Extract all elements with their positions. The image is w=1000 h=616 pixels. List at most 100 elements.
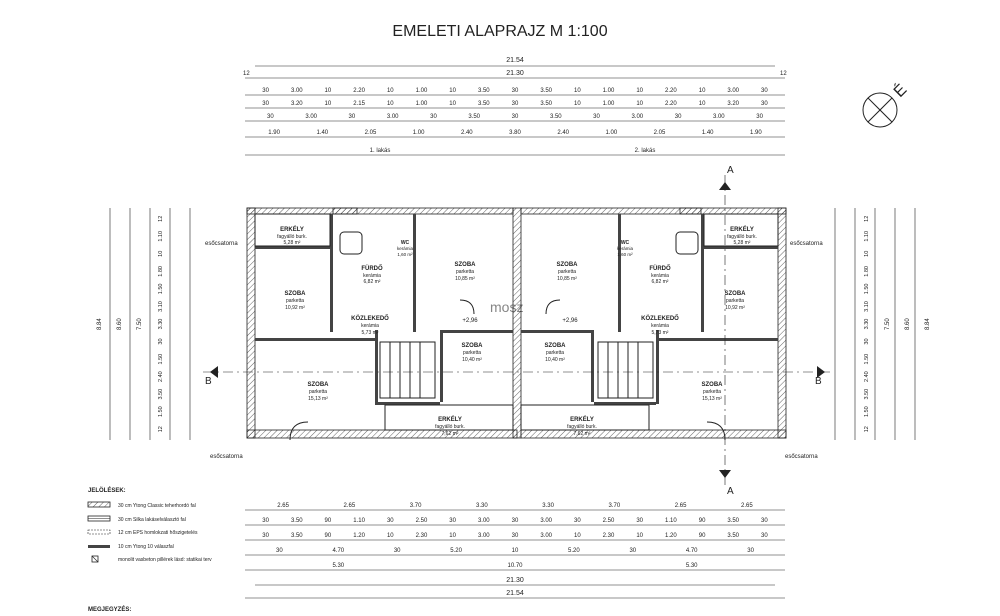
svg-text:ERKÉLY: ERKÉLY [730,225,754,233]
legend-item-3: 12 cm EPS homlokzati hőszigetelés [118,530,198,536]
dimension-value: 30 [267,114,274,120]
room-erkely-2b: ERKÉLY fagyálló burk. 7,62 m² [567,415,597,437]
dimension-value: 3.30 [476,503,488,509]
gutter-label-bl: esőcsatorna [210,454,243,460]
dimension-value: 90 [325,533,332,539]
svg-text:fagyálló burk.: fagyálló burk. [727,234,757,240]
dimension-value: 1.00 [603,101,615,107]
dimension-value: 2.20 [665,101,677,107]
dimension-value: 10.70 [507,563,523,569]
svg-text:7,62 m²: 7,62 m² [442,431,459,437]
svg-text:SZOBA: SZOBA [455,262,477,268]
dimension-value: 3.50 [478,101,490,107]
dimension-value: 2.65 [741,503,753,509]
svg-text:fagyálló burk.: fagyálló burk. [567,424,597,430]
dimension-value: 5.30 [686,563,698,569]
dimension-value: 1.20 [353,533,365,539]
watermark: mosz [490,299,523,315]
dimension-value: 30 [761,533,768,539]
dimension-value: 2.65 [277,503,289,509]
dimension-value: 2.65 [344,503,356,509]
svg-text:SZOBA: SZOBA [462,343,484,349]
dimension-value: 10 [574,88,581,94]
dimension-value: 12 [864,216,870,222]
dimension-value: 1.00 [416,101,428,107]
dimension-value: 2.65 [675,503,687,509]
dimension-value: 30 [761,518,768,524]
dimension-value: 3.70 [410,503,422,509]
dimension-value: 1.20 [665,533,677,539]
dimension-value: 3.50 [727,533,739,539]
svg-text:parketta: parketta [456,269,474,275]
dimension-value: 2.30 [416,533,428,539]
dimension-value: 3.00 [631,114,643,120]
dimension-value: 30 [761,88,768,94]
dimension-value: 1.50 [864,406,870,417]
dimension-value: 5.20 [568,548,580,554]
svg-text:1,60 m²: 1,60 m² [617,252,633,257]
dimension-value: 3.50 [727,518,739,524]
dimension-value: 2.40 [557,130,569,136]
svg-text:parketta: parketta [309,389,327,395]
dimension-value: 1.50 [864,284,870,295]
dimension-value: 1.50 [158,284,164,295]
dimension-value: 10 [325,101,332,107]
dimension-value: 3.00 [478,518,490,524]
svg-text:ERKÉLY: ERKÉLY [438,415,462,423]
dimension-value: 3.00 [387,114,399,120]
svg-text:10,85 m²: 10,85 m² [455,276,475,282]
svg-text:SZOBA: SZOBA [557,262,579,268]
unit-1-label: 1. lakás [370,148,391,154]
dimension-value: 30 [276,548,283,554]
dimension-value: 12 [158,216,164,222]
svg-text:10,85 m²: 10,85 m² [557,276,577,282]
svg-text:ERKÉLY: ERKÉLY [280,225,304,233]
dimension-value: 3.00 [305,114,317,120]
room-furdo-2: FÜRDŐ kerámia 6,82 m² [649,265,671,285]
svg-text:KÖZLEKEDŐ: KÖZLEKEDŐ [351,315,389,322]
dimension-value: 30 [761,101,768,107]
gutter-label-tl: esőcsatorna [205,241,238,247]
svg-text:FÜRDŐ: FÜRDŐ [649,265,671,272]
svg-text:SZOBA: SZOBA [285,291,307,297]
svg-text:fagyálló burk.: fagyálló burk. [277,234,307,240]
dimension-value: 3.50 [478,88,490,94]
dimension-value: 3.00 [540,533,552,539]
dimension-value: 30 [864,338,870,344]
svg-text:8.60: 8.60 [117,318,123,330]
svg-text:FÜRDŐ: FÜRDŐ [361,265,383,272]
legend-item-2: 30 cm Silka lakáselválasztó fal [118,517,186,523]
gutter-label-tr: esőcsatorna [790,241,823,247]
svg-text:10,40 m²: 10,40 m² [545,357,565,363]
dimension-value: 5.30 [332,563,344,569]
dimension-value: 1.00 [606,130,618,136]
dimension-value: 3.00 [478,533,490,539]
svg-text:15,13 m²: 15,13 m² [702,396,722,402]
room-szoba-1b: SZOBA parketta 10,92 m² [285,291,307,311]
bottom-total-inner: 21.30 [506,577,524,584]
dimension-value: 1.50 [158,354,164,365]
room-szoba-2c: SZOBA parketta 10,40 m² [545,343,567,363]
room-erkely-2: ERKÉLY fagyálló burk. 5,28 m² [727,225,757,246]
dimension-value: 30 [747,548,754,554]
dimension-value: 1.00 [603,88,615,94]
top-total-outer: 21.54 [506,57,524,64]
dimension-value: 3.50 [540,101,552,107]
building-walls [246,207,787,441]
dimension-value: 1.90 [268,130,280,136]
dimension-value: 10 [325,88,332,94]
dimension-value: 10 [449,533,456,539]
room-furdo-1: FÜRDŐ kerámia 6,82 m² [361,265,383,285]
dimension-value: 30 [512,533,519,539]
dimension-value: 3.20 [727,101,739,107]
room-erkely-1: ERKÉLY fagyálló burk. 5,28 m² [277,225,307,246]
dimension-value: 10 [574,533,581,539]
svg-text:parketta: parketta [558,269,576,275]
dimension-value: 2.05 [365,130,377,136]
legend-item-4: 10 cm Ytong 10 válaszfal [118,544,174,550]
